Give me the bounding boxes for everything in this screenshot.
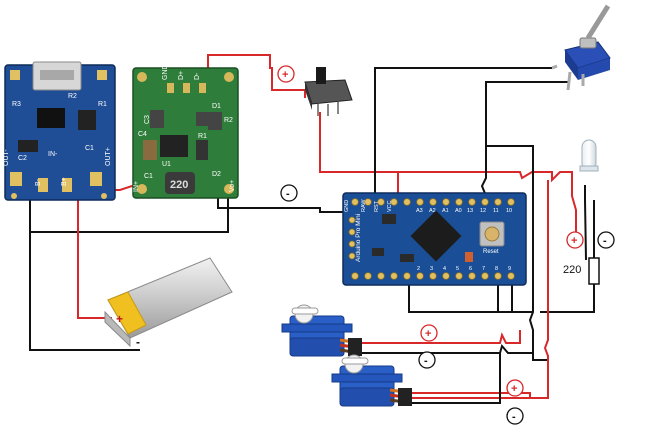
pro-mini-label-a0: A0 bbox=[455, 208, 462, 214]
servo-motor-1 bbox=[281, 304, 362, 357]
pro-mini-label-11: 11 bbox=[493, 208, 499, 214]
boost-module: 220 GND D+ D- D1 C1 C3 C4 U1 R1 R2 D2 IN… bbox=[132, 64, 239, 199]
boost-label-r2: R2 bbox=[224, 117, 233, 124]
pro-mini-label-6: 6 bbox=[469, 266, 472, 272]
pro-mini-label-gnd: GND bbox=[344, 200, 350, 212]
plus-marker-servo2: + bbox=[506, 379, 524, 397]
boost-label-c4: C4 bbox=[138, 131, 147, 138]
pro-mini-label-9: 9 bbox=[508, 266, 511, 272]
charger-ground-down-wire bbox=[29, 232, 140, 351]
plus-marker-servo1: + bbox=[420, 324, 438, 342]
boost-label-vo-plus: Vo+ bbox=[229, 180, 236, 192]
charger-label-out-minus: OUT- bbox=[3, 149, 10, 166]
svg-text:+: + bbox=[511, 383, 517, 395]
pro-mini-bottom-wire-1 bbox=[408, 278, 533, 313]
slide-switch-to-vcc-wire bbox=[319, 112, 399, 196]
minus-marker-led: - bbox=[597, 231, 615, 249]
pro-mini-title: Arduino Pro Mini bbox=[355, 214, 362, 262]
led bbox=[579, 139, 599, 172]
led-ground-wire bbox=[486, 145, 548, 361]
charger-ground-loop-wire bbox=[29, 195, 229, 233]
charger-label-in-minus: IN- bbox=[48, 151, 58, 158]
boost-label-r1: R1 bbox=[198, 133, 207, 140]
pro-mini-top-red-wire bbox=[398, 171, 577, 236]
boost-label-c1: C1 bbox=[144, 173, 153, 180]
servo1-signal-wire bbox=[360, 330, 521, 344]
pro-mini-label-5: 5 bbox=[456, 266, 459, 272]
resistor-value: 220 bbox=[563, 264, 581, 276]
pro-mini-label-12: 12 bbox=[480, 208, 486, 214]
pro-mini-label-3: 3 bbox=[430, 266, 433, 272]
minus-marker-left: - bbox=[280, 184, 298, 202]
charger-module: OUT- OUT+ B- B+ R1 R2 R3 C1 C2 IN- bbox=[3, 61, 116, 201]
servo-motor-2 bbox=[331, 354, 413, 407]
lipo-battery: + - bbox=[104, 257, 233, 349]
charger-label-r3: R3 bbox=[12, 101, 21, 108]
toggle-switch-wire-1 bbox=[374, 67, 552, 196]
charger-label-r1: R1 bbox=[98, 101, 107, 108]
pro-mini-label-rst: RST bbox=[374, 200, 380, 212]
boost-label-in-plus: IN+ bbox=[133, 181, 140, 192]
servo2-signal-wire bbox=[412, 392, 531, 398]
pro-mini-label-a2: A2 bbox=[429, 208, 436, 214]
boost-label-gnd: GND bbox=[162, 64, 169, 80]
svg-text:-: - bbox=[603, 235, 607, 247]
minus-marker-servo1: - bbox=[418, 351, 436, 369]
pro-mini-label-7: 7 bbox=[482, 266, 485, 272]
servo2-ground-wire bbox=[412, 353, 501, 404]
boost-chip bbox=[160, 135, 188, 157]
battery-red-wire bbox=[77, 200, 112, 319]
svg-text:+: + bbox=[425, 328, 431, 340]
svg-text:-: - bbox=[512, 411, 516, 423]
top-pin-header bbox=[351, 198, 515, 206]
pro-mini-label-8: 8 bbox=[495, 266, 498, 272]
boost-label-u1: U1 bbox=[162, 161, 171, 168]
charger-label-r2: R2 bbox=[68, 93, 77, 100]
charger-label-c1: C1 bbox=[85, 145, 94, 152]
pro-mini-label-reset: Reset bbox=[483, 249, 499, 255]
battery-minus-label: - bbox=[136, 335, 140, 349]
battery-label-band bbox=[107, 291, 147, 335]
bottom-pin-header bbox=[351, 272, 515, 280]
servo1-ground-wire bbox=[360, 343, 533, 354]
led-anode-wire bbox=[584, 185, 587, 261]
boost-label-d2: D2 bbox=[212, 171, 221, 178]
polarity-markers: + - + - + - + - bbox=[277, 65, 615, 425]
boost-label-dplus: D+ bbox=[178, 71, 185, 80]
pro-mini-label-13: 13 bbox=[467, 208, 473, 214]
right-red-wire bbox=[400, 180, 549, 399]
plus-marker-top: + bbox=[277, 65, 295, 83]
toggle-switch bbox=[551, 4, 611, 91]
pro-mini-label-2: 2 bbox=[417, 266, 420, 272]
boost-label-d1: D1 bbox=[212, 103, 221, 110]
pro-mini-label-10: 10 bbox=[506, 208, 512, 214]
pro-mini-label-vcc: VCC bbox=[387, 200, 393, 212]
pro-mini-label-a3: A3 bbox=[416, 208, 423, 214]
charger-label-b-minus: B- bbox=[35, 178, 42, 186]
charger-chip bbox=[37, 108, 65, 128]
inductor-label: 220 bbox=[170, 179, 188, 191]
plus-marker-led: + bbox=[566, 231, 584, 249]
slide-switch bbox=[304, 67, 353, 116]
svg-text:-: - bbox=[424, 355, 428, 367]
boost-label-dminus: D- bbox=[194, 72, 201, 80]
svg-text:+: + bbox=[571, 235, 577, 247]
charger-label-b-plus: B+ bbox=[61, 177, 68, 186]
resistor: 220 bbox=[563, 257, 600, 285]
charger-label-out-plus: OUT+ bbox=[105, 147, 112, 166]
pro-mini-label-a1: A1 bbox=[442, 208, 449, 214]
minus-marker-servo2: - bbox=[506, 407, 524, 425]
charger-label-c2: C2 bbox=[18, 155, 27, 162]
boost-label-c3: C3 bbox=[144, 115, 151, 124]
pro-mini-board: GND RAW RST VCC A3 A2 A1 A0 13 12 11 10 … bbox=[342, 192, 527, 286]
svg-text:+: + bbox=[282, 69, 288, 81]
boost-ground-to-pro-mini-wire bbox=[217, 195, 345, 213]
pro-mini-label-4: 4 bbox=[443, 266, 446, 272]
inductor bbox=[165, 172, 195, 194]
svg-text:-: - bbox=[286, 188, 290, 200]
battery-plus-label: + bbox=[116, 312, 123, 326]
pro-mini-label-raw: RAW bbox=[361, 199, 367, 212]
resistor-to-bus-wire bbox=[540, 282, 595, 313]
